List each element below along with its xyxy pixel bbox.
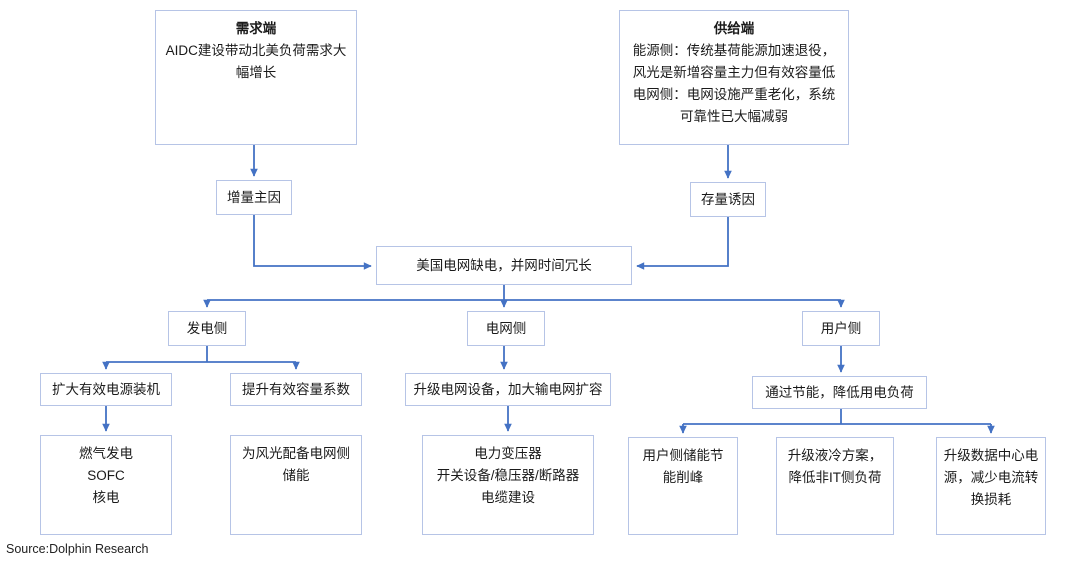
- node-demand-side-line-1: AIDC建设带动北美负荷需求大: [165, 43, 347, 58]
- node-datacenter-power[interactable]: 升级数据中心电源，减少电流转换损耗: [936, 437, 1046, 535]
- node-us-grid-shortage[interactable]: 美国电网缺电，并网时间冗长: [376, 246, 632, 285]
- node-reduce-load-efficiency[interactable]: 通过节能，降低用电负荷: [752, 376, 927, 409]
- node-demand-side-line-0: 需求端: [235, 21, 277, 36]
- node-liquid-cooling[interactable]: 升级液冷方案， 降低非IT侧负荷: [776, 437, 894, 535]
- node-user-side-storage-peak[interactable]: 用户侧储能节能削峰: [628, 437, 738, 535]
- node-gas-sofc-nuclear[interactable]: 燃气发电 SOFC 核电: [40, 435, 172, 535]
- edge-incremental-to-center: [253, 215, 372, 270]
- node-datacenter-power-line-1: 源，减少电流转: [943, 470, 1039, 485]
- node-expand-capacity[interactable]: 扩大有效电源装机: [40, 373, 172, 406]
- node-stock-cause-line-0: 存量诱因: [701, 191, 755, 207]
- node-gas-sofc-nuclear-line-0: 燃气发电: [79, 446, 133, 461]
- node-grid-side-storage-line-1: 储能: [282, 468, 310, 483]
- node-demand-side-line-2: 幅增长: [235, 65, 277, 80]
- node-datacenter-power-line-2: 换损耗: [970, 492, 1012, 507]
- node-user-side-line-0: 用户侧: [820, 320, 862, 336]
- node-supply-side[interactable]: 供给端能源侧：传统基荷能源加速退役， 风光是新增容量主力但有效容量低电网侧：电网设…: [619, 10, 849, 145]
- node-us-grid-shortage-line-0: 美国电网缺电，并网时间冗长: [416, 257, 592, 273]
- node-transformers-cables-line-0: 电力变压器: [474, 446, 542, 461]
- node-datacenter-power-line-0: 升级数据中心电: [943, 448, 1039, 463]
- node-supply-side-line-3: 电网侧：电网设施严重老化，系统: [632, 87, 836, 102]
- node-stock-cause[interactable]: 存量诱因: [690, 182, 766, 217]
- node-grid-side[interactable]: 电网侧: [467, 311, 545, 346]
- node-user-side[interactable]: 用户侧: [802, 311, 880, 346]
- edge-stock-to-center: [636, 217, 729, 270]
- node-reduce-load-efficiency-line-0: 通过节能，降低用电负荷: [765, 384, 914, 400]
- node-incremental-cause[interactable]: 增量主因: [216, 180, 292, 215]
- node-generation-side[interactable]: 发电侧: [168, 311, 246, 346]
- source-note: Source:Dolphin Research: [6, 542, 149, 556]
- node-liquid-cooling-line-0: 升级液冷方案，: [787, 448, 883, 463]
- node-gas-sofc-nuclear-line-2: 核电: [92, 490, 120, 505]
- node-incremental-cause-line-0: 增量主因: [227, 189, 281, 205]
- node-user-side-storage-peak-line-0: 用户侧储能节: [642, 448, 724, 463]
- node-user-side-storage-peak-line-1: 能削峰: [662, 470, 704, 485]
- node-transformers-cables-line-2: 电缆建设: [481, 490, 535, 505]
- node-improve-capacity-factor-line-0: 提升有效容量系数: [242, 381, 350, 397]
- node-grid-side-storage-line-0: 为风光配备电网侧: [242, 446, 350, 461]
- node-transformers-cables[interactable]: 电力变压器开关设备/稳压器/断路器电缆建设: [422, 435, 594, 535]
- node-supply-side-line-0: 供给端: [713, 21, 755, 36]
- node-supply-side-line-2: 风光是新增容量主力但有效容量低: [632, 65, 836, 80]
- node-gas-sofc-nuclear-line-1: SOFC: [87, 468, 125, 483]
- node-supply-side-line-1: 能源侧：传统基荷能源加速退役，: [632, 43, 836, 58]
- node-upgrade-grid-equipment-line-0: 升级电网设备，加大输电网扩容: [413, 381, 603, 397]
- node-supply-side-line-4: 可靠性已大幅减弱: [680, 109, 788, 124]
- node-transformers-cables-line-1: 开关设备/稳压器/断路器: [436, 468, 580, 483]
- node-improve-capacity-factor[interactable]: 提升有效容量系数: [230, 373, 362, 406]
- node-liquid-cooling-line-1: 降低非IT侧负荷: [788, 470, 882, 485]
- node-grid-side-storage[interactable]: 为风光配备电网侧储能: [230, 435, 362, 535]
- node-demand-side[interactable]: 需求端 AIDC建设带动北美负荷需求大幅增长: [155, 10, 357, 145]
- node-grid-side-line-0: 电网侧: [485, 320, 527, 336]
- node-expand-capacity-line-0: 扩大有效电源装机: [52, 381, 160, 397]
- node-generation-side-line-0: 发电侧: [186, 320, 228, 336]
- node-upgrade-grid-equipment[interactable]: 升级电网设备，加大输电网扩容: [405, 373, 611, 406]
